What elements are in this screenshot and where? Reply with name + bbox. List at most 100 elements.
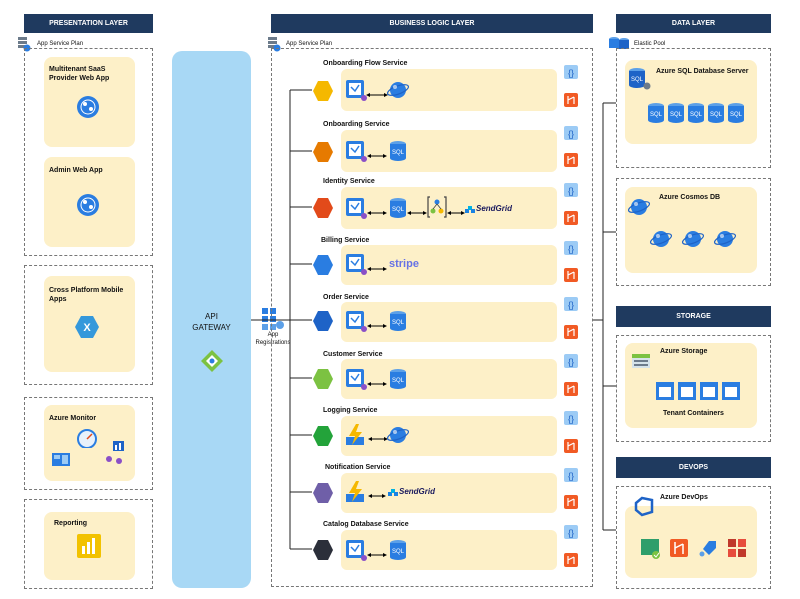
cosmos-db-icon xyxy=(649,227,673,256)
api-def-icon: {} xyxy=(563,296,579,317)
api-def-icon: {} xyxy=(563,64,579,85)
arrow-icon xyxy=(367,375,387,393)
admin-web-app-icon xyxy=(76,193,100,222)
elastic-pool-label: Elastic Pool xyxy=(634,41,666,47)
admin-label: Admin Web App xyxy=(49,167,103,174)
service-card[interactable] xyxy=(341,359,557,399)
app-registrations-label: App Registrations xyxy=(255,332,291,346)
mobile-box xyxy=(24,265,153,385)
reporting-label: Reporting xyxy=(54,520,88,527)
svg-text:{}: {} xyxy=(568,129,574,139)
storage-header: STORAGE xyxy=(616,306,771,327)
sql-server-icon: SQL xyxy=(627,67,651,96)
service-name: Billing Service xyxy=(321,237,370,244)
svg-text:{}: {} xyxy=(568,300,574,310)
container-icon xyxy=(677,381,697,406)
service-hex-icon xyxy=(312,482,334,509)
function-app-icon xyxy=(345,368,367,395)
sql-db-icon: SQL xyxy=(388,140,408,167)
azure-devops-icon xyxy=(634,495,656,522)
svg-text:{}: {} xyxy=(568,357,574,367)
service-name: Catalog Database Service xyxy=(323,521,409,528)
service-hex-icon xyxy=(312,80,334,107)
service-card[interactable] xyxy=(341,130,557,172)
git-repo-icon xyxy=(563,552,579,573)
app-registrations-icon xyxy=(261,307,285,336)
sql-db-icon: SQL xyxy=(666,102,686,129)
function-app-icon xyxy=(345,539,367,566)
service-hex-icon xyxy=(312,310,334,337)
service-name: Notification Service xyxy=(325,464,391,471)
test-plans-icon xyxy=(640,538,662,565)
web-app-icon xyxy=(76,95,100,124)
sql-db-icon: SQL xyxy=(388,310,408,337)
git-repo-icon xyxy=(563,381,579,402)
service-card[interactable] xyxy=(341,473,557,513)
svg-text:X: X xyxy=(83,322,91,334)
monitor-gauge-icon xyxy=(76,428,98,453)
svg-text:{}: {} xyxy=(568,471,574,481)
sql-db-icon: SQL xyxy=(388,368,408,395)
sql-server-card[interactable] xyxy=(625,60,757,144)
sql-db-icon: SQL xyxy=(706,102,726,129)
svg-text:{}: {} xyxy=(568,528,574,538)
arrow-icon xyxy=(367,317,387,335)
git-repo-icon xyxy=(563,210,579,231)
service-card[interactable] xyxy=(341,187,557,229)
function-app-lightning-icon xyxy=(344,480,368,509)
git-repo-icon xyxy=(563,494,579,515)
svg-text:SQL: SQL xyxy=(392,320,405,326)
repos-icon xyxy=(669,538,689,563)
arrow-icon xyxy=(447,204,465,222)
sql-db-icon: SQL xyxy=(726,102,746,129)
metrics-icon xyxy=(103,440,127,473)
sql-db-icon: SQL xyxy=(686,102,706,129)
git-repo-icon xyxy=(563,438,579,459)
data-layer-header: DATA LAYER xyxy=(616,14,771,33)
container-icon xyxy=(655,381,675,406)
function-app-icon xyxy=(345,197,367,224)
business-header: BUSINESS LOGIC LAYER xyxy=(271,14,593,33)
service-card[interactable] xyxy=(341,530,557,570)
api-gateway-label: API GATEWAY xyxy=(192,312,231,332)
presentation-header: PRESENTATION LAYER xyxy=(24,14,153,33)
api-def-icon: {} xyxy=(563,182,579,203)
storage-box xyxy=(616,335,771,442)
cosmos-db-icon xyxy=(386,78,410,107)
devops-box xyxy=(616,486,771,589)
elastic-pool-icon xyxy=(608,35,630,56)
svg-text:SQL: SQL xyxy=(392,150,405,156)
function-app-lightning-icon xyxy=(344,423,368,452)
monitor-label: Azure Monitor xyxy=(49,415,97,422)
sendgrid-icon xyxy=(465,203,475,221)
api-gateway[interactable] xyxy=(172,51,251,588)
arrow-icon xyxy=(367,147,387,165)
api-gateway-icon xyxy=(200,349,224,378)
service-card[interactable] xyxy=(341,302,557,342)
function-app-icon xyxy=(345,140,367,167)
cosmos-label: Azure Cosmos DB xyxy=(659,194,721,201)
devops-header: DEVOPS xyxy=(616,457,771,478)
svg-text:SQL: SQL xyxy=(690,112,703,118)
multitenant-label: Multitenant SaaS Provider Web App xyxy=(49,66,110,82)
cosmos-db-icon xyxy=(681,227,705,256)
pipelines-icon xyxy=(697,537,719,564)
devops-label: Azure DevOps xyxy=(660,494,708,501)
sql-server-label: Azure SQL Database Server xyxy=(656,68,749,75)
svg-text:SQL: SQL xyxy=(650,112,663,118)
container-icon xyxy=(721,381,741,406)
sendgrid-icon xyxy=(388,486,398,504)
svg-text:SQL: SQL xyxy=(392,378,405,384)
service-card[interactable] xyxy=(341,69,557,111)
api-def-icon: {} xyxy=(563,353,579,374)
git-repo-icon xyxy=(563,324,579,345)
service-card[interactable] xyxy=(341,245,557,285)
service-hex-icon xyxy=(312,539,334,566)
service-name: Order Service xyxy=(323,294,369,301)
svg-text:{}: {} xyxy=(568,68,574,78)
service-card[interactable] xyxy=(341,416,557,456)
git-repo-icon xyxy=(563,267,579,288)
svg-text:SQL: SQL xyxy=(631,77,644,83)
cosmos-db-icon xyxy=(386,423,410,452)
